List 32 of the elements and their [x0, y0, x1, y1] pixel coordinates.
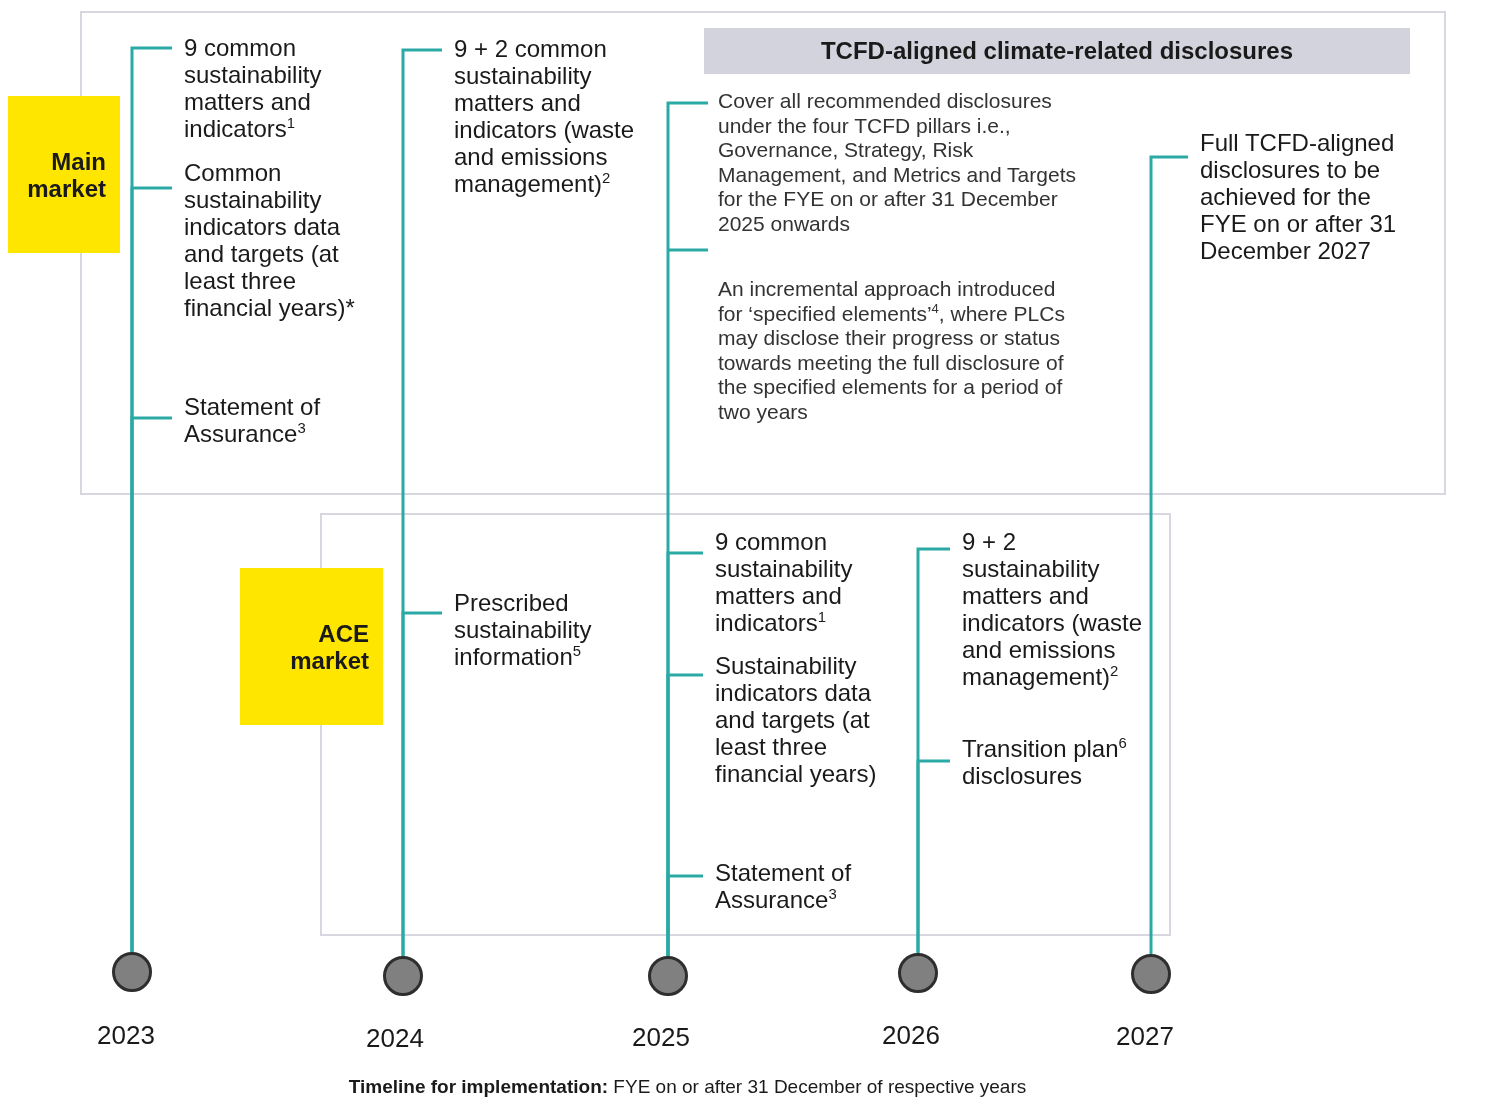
- connector-line: [666, 874, 703, 956]
- requirement-text: 9 + 2 sustainability matters and indicators (waste and emissions management)$^{2}$: [950, 528, 1150, 690]
- timeline-dot: [1131, 954, 1171, 994]
- requirement-text: Full TCFD-aligned disclosures to be achieved for the FYE on or after 31 December 2027: [1188, 129, 1423, 264]
- connector-line: [130, 416, 172, 952]
- timeline-dot: [112, 952, 152, 992]
- market-label: ACE market: [240, 568, 383, 725]
- timeline-dot: [898, 953, 938, 993]
- requirement-text: Prescribed sustainability information$^{5}$: [442, 589, 632, 670]
- year-label: 2026: [882, 1020, 940, 1051]
- connector-line: [1149, 155, 1188, 954]
- year-label: 2024: [366, 1023, 424, 1054]
- requirement-text: Sustainability indicators data and targets (at least three financial years): [703, 652, 893, 787]
- connector-line: [401, 611, 442, 956]
- requirement-text: 9 + 2 common sustainability matters and indicators (waste and emissions management)$^{2}$: [442, 35, 647, 197]
- timeline-dot: [383, 956, 423, 996]
- requirement-text: Transition plan$^{6}$ disclosures: [950, 735, 1150, 789]
- year-label: 2023: [97, 1020, 155, 1051]
- requirement-text: An incremental approach introduced for ‘specified elements’$^{4}$, where PLCs may disclose their progress or status towards meeting the full disclosure of the specified elements for a period of two years: [708, 277, 1078, 424]
- requirement-text: 9 common sustainability matters and indicators$^{1}$: [703, 528, 893, 636]
- requirement-text: Cover all recommended disclosures under the four TCFD pillars i.e., Governance, Strategy, Risk Management, and Metrics and Targets for the FYE on or after 31 December 2025 onwards: [708, 89, 1093, 236]
- year-label: 2025: [632, 1022, 690, 1053]
- requirement-text: Common sustainability indicators data and targets (at least three financial years)*: [172, 159, 362, 321]
- connector-line: [916, 759, 950, 953]
- caption: Timeline for implementation: FYE on or after 31 December of respective years: [348, 1076, 1027, 1098]
- year-label: 2027: [1116, 1021, 1174, 1052]
- requirement-text: Statement of Assurance$^{3}$: [703, 859, 893, 913]
- section-header: TCFD-aligned climate-related disclosures: [704, 28, 1410, 74]
- timeline-dot: [648, 956, 688, 996]
- requirement-text: 9 common sustainability matters and indicators$^{1}$: [172, 34, 362, 142]
- requirement-text: Statement of Assurance$^{3}$: [172, 393, 362, 447]
- market-label: Main market: [8, 96, 120, 253]
